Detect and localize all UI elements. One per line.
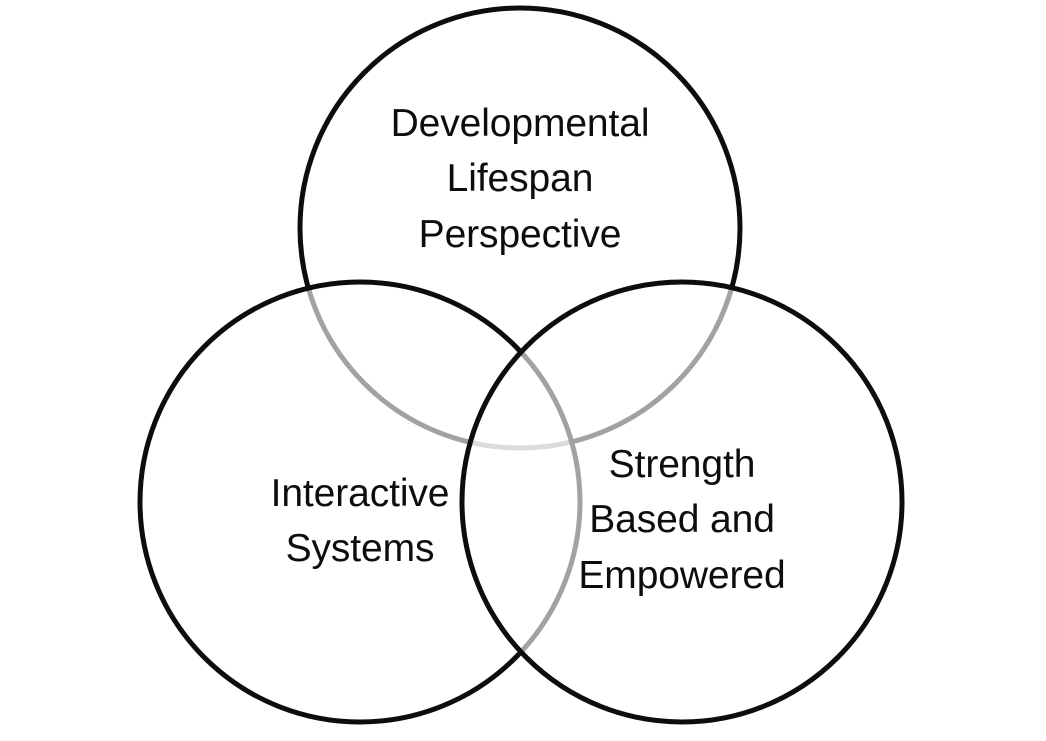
circle-right-strength-based-and-empowered bbox=[459, 279, 905, 725]
